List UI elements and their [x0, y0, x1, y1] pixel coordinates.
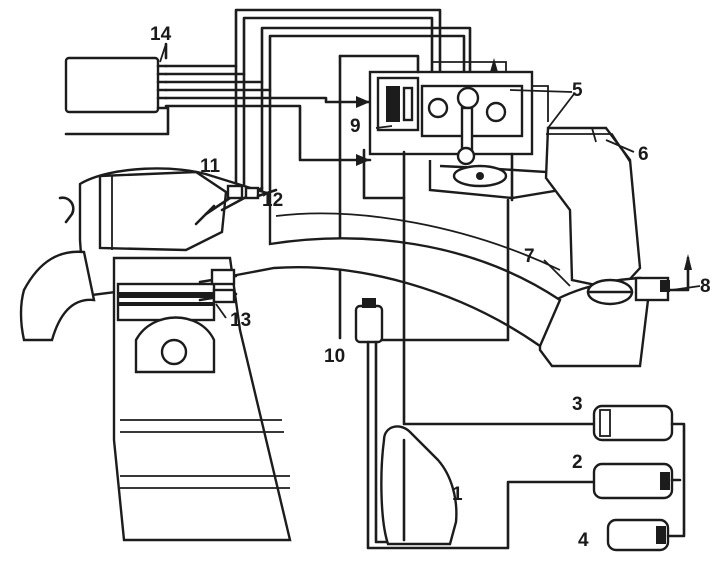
engine-cylinder — [112, 256, 292, 542]
air-intake-funnel — [544, 126, 642, 292]
label-11: 11 — [200, 156, 221, 177]
fuel-pump — [592, 462, 674, 500]
label-10: 10 — [324, 346, 345, 367]
label-14: 14 — [150, 24, 172, 45]
label-7: 7 — [524, 246, 535, 267]
fuel-filter — [592, 404, 674, 442]
label-12: 12 — [262, 190, 283, 211]
fuel-tank — [380, 425, 458, 546]
injector-cluster — [194, 184, 278, 226]
wiring-harness — [164, 8, 472, 192]
pump-to-accumulator-line — [666, 422, 686, 538]
label-6: 6 — [638, 144, 649, 165]
label-4: 4 — [578, 530, 589, 551]
fuel-accumulator — [606, 518, 670, 552]
fuel-distributor — [338, 54, 549, 340]
label-8: 8 — [700, 276, 711, 297]
label-2: 2 — [572, 452, 583, 473]
number-labels: 1 2 3 4 5 6 7 8 9 10 11 12 13 14 — [150, 24, 711, 551]
leader-lines — [159, 43, 701, 319]
label-13: 13 — [230, 310, 251, 331]
control-unit-14 — [64, 42, 170, 136]
label-9: 9 — [350, 116, 361, 137]
label-3: 3 — [572, 394, 583, 415]
label-5: 5 — [572, 80, 583, 101]
label-1: 1 — [452, 484, 463, 505]
intake-manifold — [19, 167, 562, 348]
